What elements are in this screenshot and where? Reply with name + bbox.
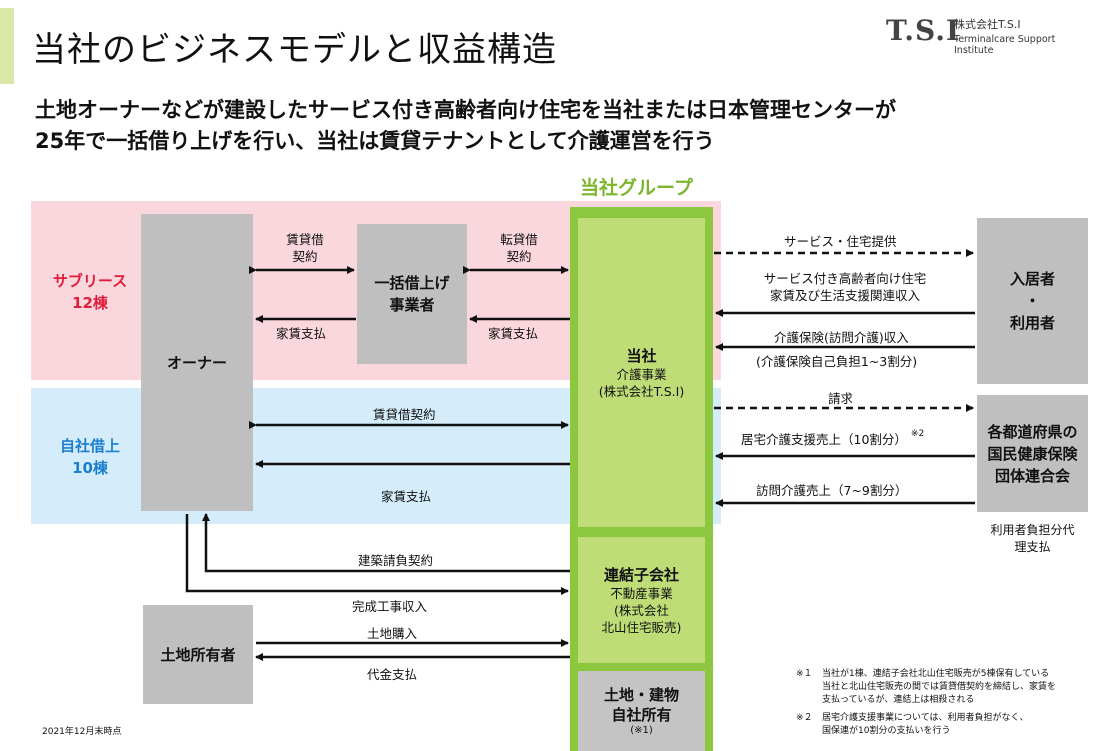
label-lease1: 賃貸借 契約 <box>270 231 340 265</box>
logo-company-subtitle: Terminalcare Support Institute <box>954 34 1056 56</box>
label-visit-care: 訪問介護売上（7~9割分） <box>756 483 908 498</box>
subsidiary-name: 連結子会社 <box>603 565 679 584</box>
footnote-1-line-3: 支払っているが、連結上は相殺される <box>822 695 975 705</box>
subsidiary-legal-1: (株式会社 <box>614 602 669 618</box>
group-label: 当社グループ <box>580 177 693 199</box>
logo-company-name: 株式会社T.S.I <box>954 18 1021 31</box>
footnote-2-line-1: 居宅介護支援事業については、利用者負担がなく、 <box>822 713 1029 723</box>
label-lease1-b: 契約 <box>292 249 318 264</box>
label-care-income-self: (介護保険自己負担1~3割分) <box>756 354 918 369</box>
master-lessee-line-2: 事業者 <box>389 296 435 314</box>
sublease-label: サブリース <box>52 272 128 290</box>
master-lessee-box: 一括借上げ 事業者 <box>357 224 467 364</box>
own-property-line-1: 土地・建物 <box>603 686 679 704</box>
footnote-2-mark: ※２ <box>796 713 813 723</box>
arrow-construction <box>202 513 570 573</box>
subtitle-line-2: 25年で一括借り上げを行い、当社は賃貸テナントとして介護運営を行う <box>35 129 715 153</box>
label-rent-income-b: 家賃及び生活支援関連収入 <box>769 288 920 303</box>
union-line-3: 団体連合会 <box>994 466 1070 485</box>
sublease-zone-label: サブリース 12棟 <box>40 270 140 314</box>
insurance-union-box: 各都道府県の 国民健康保険 団体連合会 <box>977 395 1088 512</box>
footnote-2-line-2: 国保連が10割分の支払いを行う <box>822 726 951 736</box>
resident-line-2: ・ <box>1024 292 1040 310</box>
label-rent2: 家賃支払 <box>488 326 539 341</box>
footnote-1-line-2: 当社と北山住宅販売の間では賃貸借契約を締結し、家賃を <box>822 682 1057 692</box>
label-care-plan-text: 居宅介護支援売上（10割分） <box>741 432 907 447</box>
label-rent1: 家賃支払 <box>276 326 327 341</box>
company-name: 当社 <box>626 346 657 365</box>
label-rent-income-a: サービス付き高齢者向け住宅 <box>763 271 927 286</box>
label-service: サービス・住宅提供 <box>784 234 897 249</box>
footnote-2: ※２ 居宅介護支援事業については、利用者負担がなく、 国保連が10割分の支払いを… <box>796 712 1096 738</box>
label-rent-income: サービス付き高齢者向け住宅 家賃及び生活支援関連収入 <box>730 270 960 304</box>
union-caption: 利用者負担分代 理支払 <box>977 522 1088 556</box>
union-line-2: 国民健康保険 <box>987 444 1078 463</box>
label-lease1-a: 賃貸借 <box>286 232 324 247</box>
label-construction: 建築請負契約 <box>358 553 434 568</box>
page-title: 当社のビジネスモデルと収益構造 <box>32 30 557 70</box>
own-lease-count: 10棟 <box>72 459 108 477</box>
label-care-plan: 居宅介護支援売上（10割分） ※2 <box>741 429 924 448</box>
owner-box: オーナー <box>141 214 253 511</box>
company-logo: T.S.I 株式会社T.S.I Terminalcare Support Ins… <box>886 12 1086 56</box>
subtitle-line-1: 土地オーナーなどが建設したサービス付き高齢者向け住宅を当社または日本管理センター… <box>35 98 896 122</box>
master-lessee-line-1: 一括借上げ <box>374 274 450 292</box>
label-rent3: 家賃支払 <box>381 489 432 504</box>
resident-line-1: 入居者 <box>1009 270 1055 288</box>
sublease-count: 12棟 <box>72 294 108 312</box>
label-sublease-a: 転貸借 <box>500 232 538 247</box>
own-lease-label: 自社借上 <box>59 437 120 455</box>
resident-line-3: 利用者 <box>1009 314 1055 332</box>
own-property-note: (※1) <box>630 725 653 736</box>
arrow-completion <box>185 514 569 595</box>
company-business: 介護事業 <box>616 366 667 382</box>
footnote-1-line-1: 当社が1棟、連結子会社北山住宅販売が5棟保有している <box>822 669 1050 679</box>
own-lease-zone-label: 自社借上 10棟 <box>40 435 140 479</box>
own-property-line-2: 自社所有 <box>611 706 672 724</box>
company-legal-name: (株式会社T.S.I) <box>598 383 685 399</box>
subsidiary-legal-2: 北山住宅販売) <box>601 619 682 635</box>
title-accent-bar <box>0 8 14 84</box>
as-of-date: 2021年12月末時点 <box>42 727 122 737</box>
landowner-box: 土地所有者 <box>143 605 253 704</box>
label-sublease: 転貸借 契約 <box>484 231 554 265</box>
label-land-purchase: 土地購入 <box>367 626 418 641</box>
logo-mark: T.S.I <box>886 14 961 47</box>
company-box: 当社 介護事業 (株式会社T.S.I) <box>578 218 705 527</box>
own-property-box: 土地・建物 自社所有 (※1) <box>578 671 705 751</box>
footnote-1: ※１ 当社が1棟、連結子会社北山住宅販売が5棟保有している 当社と北山住宅販売の… <box>796 668 1096 707</box>
label-care-plan-note: ※2 <box>910 429 925 439</box>
label-completion: 完成工事収入 <box>352 599 428 614</box>
union-caption-line-2: 理支払 <box>1014 540 1051 554</box>
label-payment: 代金支払 <box>367 667 418 682</box>
footnote-1-mark: ※１ <box>796 669 813 679</box>
page-subtitle: 土地オーナーなどが建設したサービス付き高齢者向け住宅を当社または日本管理センター… <box>35 95 896 157</box>
union-caption-line-1: 利用者負担分代 <box>990 523 1075 537</box>
label-sublease-b: 契約 <box>506 249 532 264</box>
subsidiary-business: 不動産事業 <box>610 585 673 601</box>
landowner-label: 土地所有者 <box>160 645 236 664</box>
label-billing: 請求 <box>828 391 854 406</box>
label-care-income: 介護保険(訪問介護)収入 <box>774 330 909 345</box>
label-lease-contract: 賃貸借契約 <box>373 407 436 422</box>
owner-label: オーナー <box>166 353 227 372</box>
subsidiary-box: 連結子会社 不動産事業 (株式会社 北山住宅販売) <box>578 537 705 663</box>
union-line-1: 各都道府県の <box>987 422 1078 441</box>
resident-box: 入居者 ・ 利用者 <box>977 218 1088 384</box>
